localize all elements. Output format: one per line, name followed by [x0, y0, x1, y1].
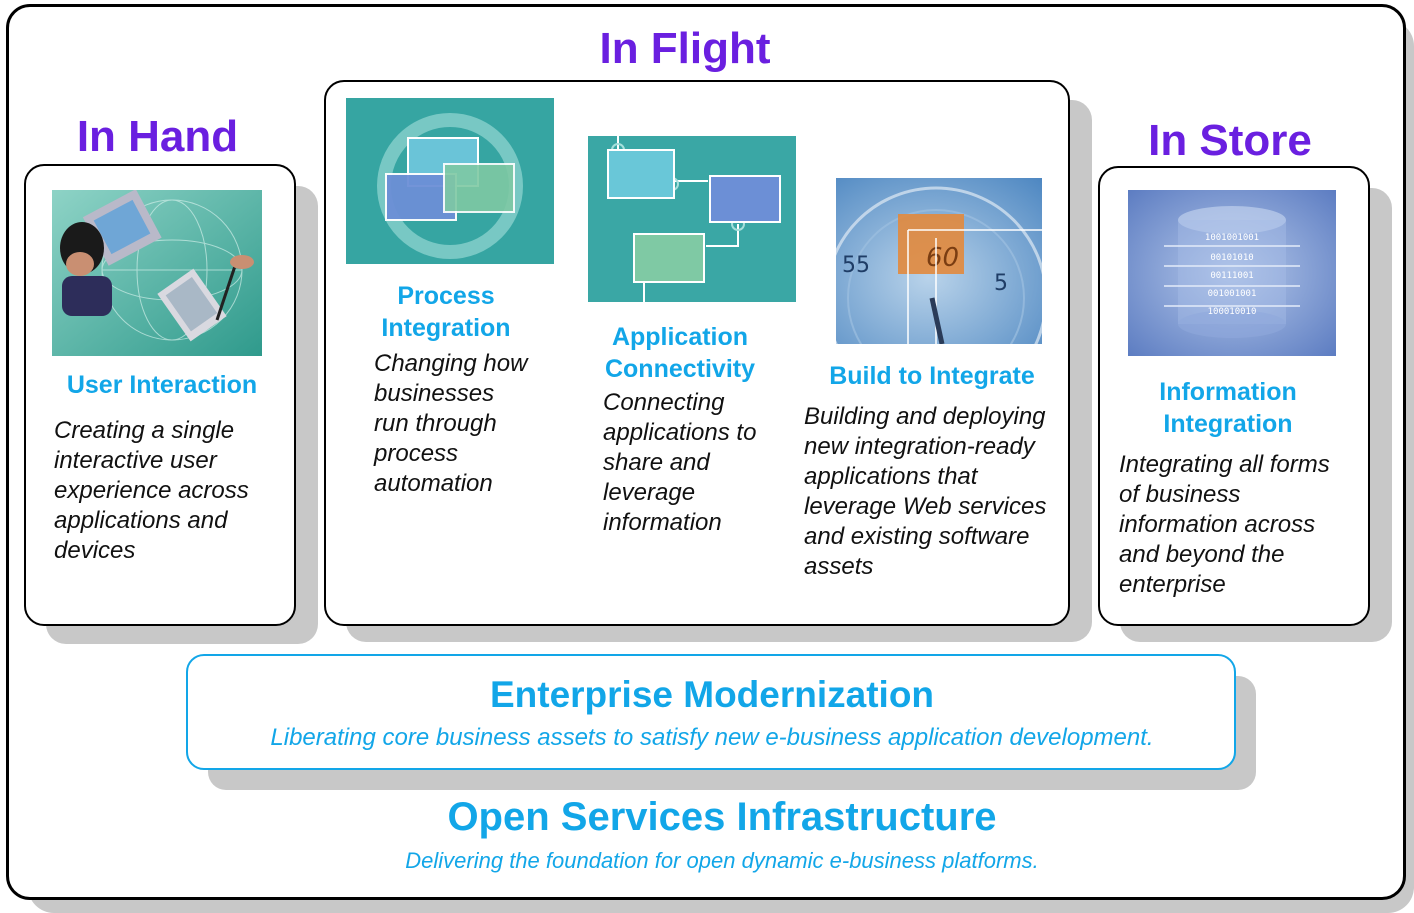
enterprise-modernization-box [186, 654, 1236, 770]
information-integration-description: Integrating all forms of business inform… [1119, 451, 1330, 598]
process-integration-image [346, 98, 554, 264]
process-integration-title: Process Integration [381, 282, 511, 342]
clock-number-60: 60 [926, 243, 959, 273]
user-interaction-image [52, 190, 262, 356]
application-connectivity-title: Application Connectivity [604, 323, 756, 383]
in-hand-heading: In Hand [76, 112, 239, 161]
binary-line-3: 00111001 [1210, 271, 1253, 281]
application-connectivity-image [588, 136, 796, 302]
binary-line-4: 001001001 [1208, 289, 1257, 299]
binary-line-1: 1001001001 [1205, 233, 1259, 243]
information-integration-image: 1001001001 00101010 00111001 001001001 1… [1128, 190, 1336, 356]
enterprise-modernization-title: Enterprise Modernization [489, 674, 935, 715]
in-store-heading: In Store [1148, 116, 1312, 165]
build-to-integrate-description: Building and deploying new integration-r… [804, 403, 1047, 580]
enterprise-modernization-subtitle: Liberating core business assets to satis… [270, 724, 1154, 751]
open-services-title: Open Services Infrastructure [447, 795, 997, 839]
open-services-subtitle: Delivering the foundation for open dynam… [405, 848, 1039, 873]
binary-line-5: 100010010 [1208, 307, 1257, 317]
user-interaction-description: Creating a single interactive user exper… [54, 417, 249, 564]
build-to-integrate-title: Build to Integrate [829, 362, 1035, 390]
user-interaction-title: User Interaction [66, 371, 258, 399]
process-integration-description: Changing how businesses run through proc… [374, 350, 528, 497]
clock-number-5: 5 [994, 271, 1008, 296]
build-to-integrate-image: 55 60 5 [836, 178, 1042, 344]
clock-number-55: 55 [842, 253, 870, 278]
binary-line-2: 00101010 [1210, 253, 1253, 263]
in-flight-heading: In Flight [599, 24, 771, 73]
application-connectivity-description: Connecting applications to share and lev… [603, 389, 757, 536]
information-integration-title: Information Integration [1159, 378, 1297, 438]
